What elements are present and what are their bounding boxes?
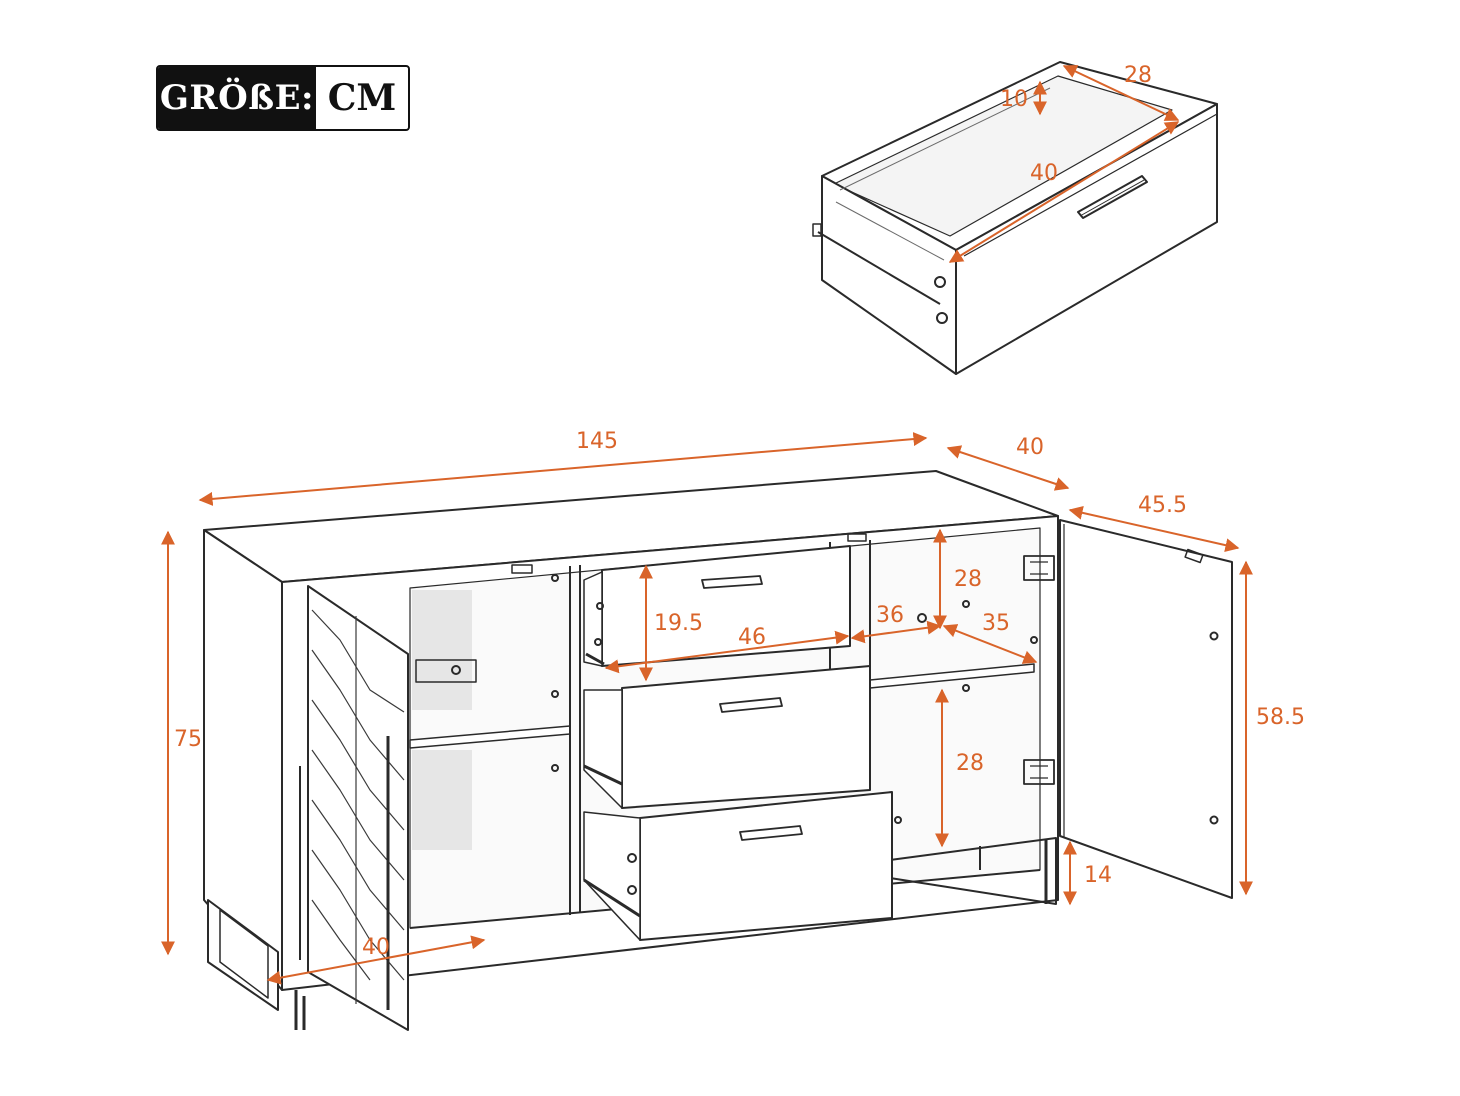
door-width-label: 40 — [362, 935, 390, 960]
sideboard-illustration — [203, 470, 1233, 1031]
compartment-width-label: 36 — [876, 603, 904, 628]
shelf-depth-label: 35 — [982, 611, 1010, 636]
drawer-front-height-label: 19.5 — [654, 611, 703, 636]
door-height-label: 58.5 — [1256, 705, 1305, 730]
dimension-labels: 10 28 40 145 40 45.5 75 58.5 19.5 46 36 … — [174, 63, 1305, 960]
size-unit-badge: GRÖßE: CM — [156, 65, 410, 131]
leg-height-label: 14 — [1084, 863, 1112, 888]
lower-shelf-height-label: 28 — [956, 751, 984, 776]
size-unit: CM — [327, 77, 397, 119]
drawer-height-label: 10 — [1000, 87, 1028, 112]
door-open-depth-label: 45.5 — [1138, 493, 1187, 518]
size-label: GRÖßE: — [158, 67, 316, 129]
drawer-front-width-label: 46 — [738, 625, 766, 650]
total-depth-label: 40 — [1016, 435, 1044, 460]
dimension-lines — [161, 65, 1253, 985]
total-width-label: 145 — [576, 429, 618, 454]
drawer-depth-label: 28 — [1124, 63, 1152, 88]
total-height-label: 75 — [174, 727, 202, 752]
upper-shelf-height-label: 28 — [954, 567, 982, 592]
drawer-width-label: 40 — [1030, 161, 1058, 186]
